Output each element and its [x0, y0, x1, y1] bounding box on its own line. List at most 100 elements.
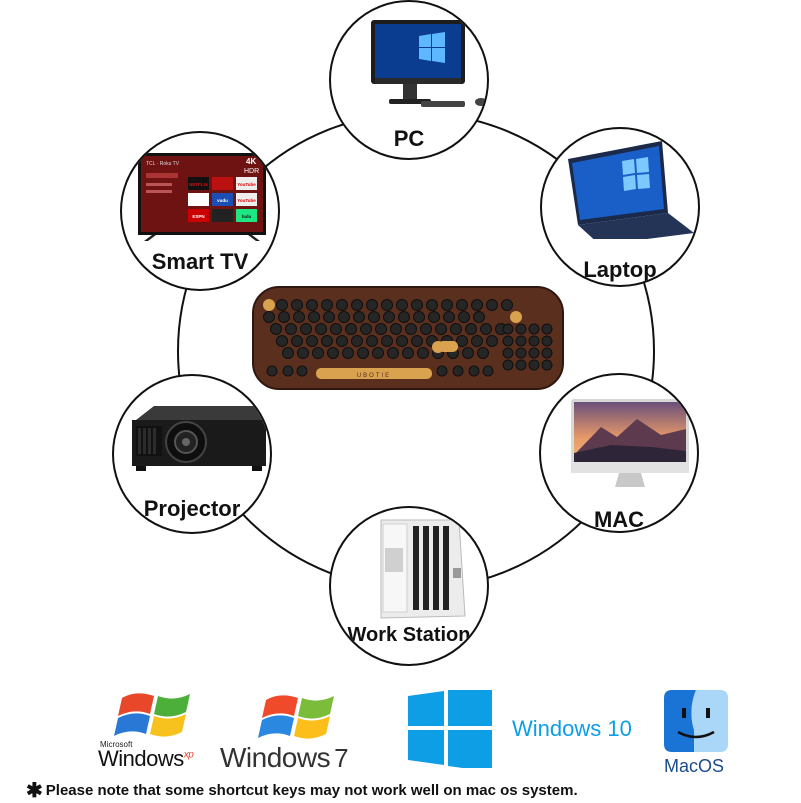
- device-mac: MAC: [539, 373, 699, 533]
- numpad-key: [515, 347, 527, 359]
- compatibility-note: ✱Please note that some shortcut keys may…: [26, 778, 578, 803]
- note-text: Please note that some shortcut keys may …: [45, 782, 578, 799]
- asterisk-icon: ✱: [26, 780, 43, 802]
- winxp-windows-text: Windowsxp: [98, 746, 194, 772]
- windows-10-logo: Windows 10: [408, 690, 632, 768]
- keycap: [351, 299, 363, 311]
- macos-logo: MacOS: [660, 690, 736, 776]
- keycap: [296, 365, 308, 377]
- keycap: [477, 347, 489, 359]
- keycap: [471, 335, 483, 347]
- keycap: [482, 365, 494, 377]
- keycap: [443, 311, 455, 323]
- numpad-key: [541, 335, 553, 347]
- accent-key: [263, 299, 275, 311]
- tv-hdr-badge: HDR: [244, 168, 259, 175]
- tv-4k-badge: 4K: [246, 157, 256, 166]
- numpad-key: [502, 335, 514, 347]
- tv-app-tile: [236, 177, 257, 190]
- keycap: [336, 299, 348, 311]
- keyboard-illustration: UBOTIE: [252, 286, 564, 390]
- keycap: [411, 299, 423, 311]
- tv-app-label: NETFLIX: [189, 182, 208, 187]
- keycap: [278, 311, 290, 323]
- tv-app-tile: [212, 177, 233, 190]
- numpad-key: [541, 347, 553, 359]
- numpad-key: [515, 359, 527, 371]
- keycap: [381, 299, 393, 311]
- tv-app-tile: [212, 209, 233, 222]
- keycap: [360, 323, 372, 335]
- keycap: [420, 323, 432, 335]
- macos-text: MacOS: [664, 756, 725, 776]
- windows-xp-logo: Microsoft Windowsxp: [98, 688, 218, 772]
- keycap: [417, 347, 429, 359]
- device-label: MAC: [593, 507, 645, 532]
- keycap: [486, 335, 498, 347]
- keycap: [276, 335, 288, 347]
- windows-10-icon: [408, 690, 492, 768]
- keycap: [471, 299, 483, 311]
- keycap: [353, 311, 365, 323]
- keycap: [282, 365, 294, 377]
- keycap: [465, 323, 477, 335]
- keycap: [327, 347, 339, 359]
- keycap: [372, 347, 384, 359]
- keycap: [276, 299, 288, 311]
- win7-word: Windows: [220, 742, 331, 773]
- tv-app-label: ESPN: [192, 214, 204, 219]
- numpad-key: [528, 335, 540, 347]
- keycap: [315, 323, 327, 335]
- winxp-microsoft-text: Microsoft: [100, 740, 133, 749]
- tv-app-label: YouTube: [237, 198, 256, 203]
- keycap: [405, 323, 417, 335]
- numpad-key: [515, 323, 527, 335]
- retro-keyboard: UBOTIE: [252, 286, 564, 395]
- tv-app-tile: [188, 193, 209, 206]
- device-laptop: Laptop: [540, 127, 700, 287]
- keycap: [300, 323, 312, 335]
- keycap: [428, 311, 440, 323]
- keycap: [383, 311, 395, 323]
- keycap: [486, 299, 498, 311]
- numpad-key: [528, 347, 540, 359]
- keycap: [321, 335, 333, 347]
- keycap: [452, 365, 464, 377]
- laptop-icon: [568, 141, 694, 239]
- enter-key: [438, 341, 458, 352]
- device-label: Work Station: [347, 624, 471, 646]
- windows-7-flag-icon: [258, 695, 334, 739]
- keycap: [263, 311, 275, 323]
- keycap: [291, 335, 303, 347]
- accent-key: [510, 311, 522, 323]
- workstation-tower-icon: [380, 519, 466, 619]
- numpad-key: [528, 359, 540, 371]
- tv-app-tile: [188, 177, 209, 190]
- numpad-key: [541, 323, 553, 335]
- keycap: [291, 299, 303, 311]
- keycap: [282, 347, 294, 359]
- keycap: [366, 299, 378, 311]
- finder-icon: [664, 690, 728, 752]
- keycap: [387, 347, 399, 359]
- keycap: [413, 311, 425, 323]
- keycap: [468, 365, 480, 377]
- desktop-monitor-icon: [371, 20, 487, 107]
- keycap: [308, 311, 320, 323]
- keycap: [375, 323, 387, 335]
- keycap: [351, 335, 363, 347]
- winxp-word: Windows: [98, 746, 184, 771]
- numpad-key: [528, 323, 540, 335]
- device-pc: PC: [329, 0, 489, 160]
- keycap: [441, 299, 453, 311]
- keycap: [306, 335, 318, 347]
- keycap: [462, 347, 474, 359]
- keycap: [266, 365, 278, 377]
- keycap: [368, 311, 380, 323]
- keycap: [411, 335, 423, 347]
- numpad-key: [515, 335, 527, 347]
- keycap: [357, 347, 369, 359]
- keycap: [342, 347, 354, 359]
